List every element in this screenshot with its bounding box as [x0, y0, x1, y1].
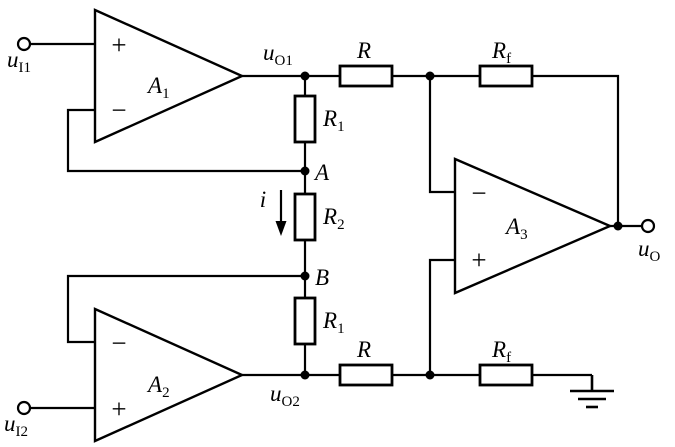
wire-to-a3-minus	[428, 76, 455, 194]
label-node-b: B	[315, 265, 329, 290]
label-ui2: uI2	[4, 411, 28, 440]
resistor-r-top-body	[338, 64, 394, 88]
terminals	[16, 36, 656, 416]
opamp-a3-minus-sign: −	[471, 178, 486, 208]
node-b-dot	[300, 271, 310, 281]
resistor-r1-top-label: R1	[322, 106, 345, 135]
resistor-rf-top-body	[478, 64, 534, 88]
opamp-a1-triangle	[93, 8, 245, 144]
wire-a1-feedback	[66, 108, 305, 173]
current-arrow-icon: i	[260, 187, 287, 236]
resistor-r1-top: R1	[293, 94, 345, 144]
opamp-a3-label: A3	[504, 214, 528, 243]
output-terminal-uo	[640, 218, 656, 234]
opamp-a1-plus-sign: +	[111, 30, 126, 60]
node-a-dot	[300, 166, 310, 176]
resistor-r1-top-body	[293, 94, 317, 144]
label-uo: uO	[638, 236, 661, 265]
resistor-r-top: R	[338, 38, 394, 88]
label-node-a: A	[313, 160, 330, 185]
junction-top-dot	[425, 71, 435, 81]
wire-rftop-to-output	[532, 74, 620, 226]
input-terminal-ui2	[16, 400, 32, 416]
resistor-r-top-label: R	[356, 38, 371, 63]
label-uo2: uO2	[270, 381, 300, 410]
opamp-a3-plus-sign: +	[471, 245, 486, 275]
wire-to-a3-plus	[428, 258, 455, 375]
label-ui1: uI1	[7, 47, 31, 76]
input-terminal-ui1	[16, 36, 32, 52]
wire-a2-feedback	[66, 274, 305, 344]
opamp-a2-label: A2	[146, 372, 170, 401]
resistor-r-bottom: R	[338, 337, 394, 387]
resistor-r-bottom-label: R	[356, 337, 371, 362]
resistor-rf-bottom: Rf	[478, 337, 534, 387]
junction-dots	[300, 71, 623, 380]
opamp-a3-triangle	[453, 157, 614, 295]
junction-output-dot	[613, 221, 623, 231]
resistor-r-bottom-body	[338, 363, 394, 387]
opamp-a2-plus-sign: +	[111, 394, 126, 424]
label-uo1: uO1	[263, 40, 293, 69]
resistor-r1-bottom-label: R1	[322, 308, 345, 337]
resistor-r1-bottom: R1	[293, 296, 345, 346]
node-uo1-dot	[300, 71, 310, 81]
resistor-rf-top: Rf	[478, 38, 534, 88]
opamp-a2-minus-sign: −	[111, 328, 126, 358]
ground-icon	[570, 375, 614, 409]
labels: uI1 uI2 uO1 uO2 uO A B	[4, 40, 661, 440]
opamp-a1-label: A1	[146, 73, 170, 102]
opamp-a3: − + A3	[453, 157, 614, 295]
resistor-r1-bottom-body	[293, 296, 317, 346]
junction-bottom-dot	[425, 370, 435, 380]
current-label: i	[260, 187, 266, 212]
opamp-a1-minus-sign: −	[111, 95, 126, 125]
resistor-rf-top-label: Rf	[491, 38, 511, 67]
resistor-rf-bottom-label: Rf	[491, 337, 511, 366]
resistor-r2-label: R2	[322, 204, 345, 233]
opamp-a2-triangle	[93, 307, 245, 443]
node-uo2-dot	[300, 370, 310, 380]
opamp-a2: − + A2	[93, 307, 245, 443]
opamp-a1: + − A1	[93, 8, 245, 144]
resistor-r2: R2	[293, 192, 345, 242]
resistor-r2-body	[293, 192, 317, 242]
wires	[30, 42, 642, 410]
resistor-rf-bottom-body	[478, 363, 534, 387]
